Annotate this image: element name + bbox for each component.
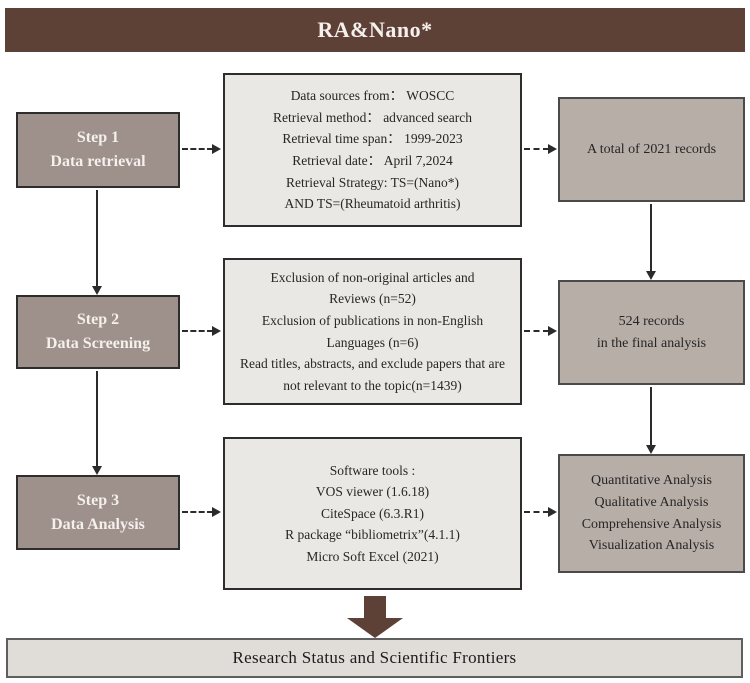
result-line: Visualization Analysis (588, 538, 715, 554)
footer-bar: Research Status and Scientific Frontiers (6, 638, 743, 678)
detail-line: VOS viewer (1.6.18) (315, 484, 430, 500)
step3-title: Step 3 (76, 491, 120, 509)
dashed-arrow-detail1-to-result (524, 148, 549, 150)
dashed-arrow-step1-to-detail (182, 148, 213, 150)
detail-line: Reviews (n=52) (329, 291, 416, 307)
dashed-arrow-step2-to-detail (182, 330, 213, 332)
step3-detail-box: Software tools : VOS viewer (1.6.18) Cit… (223, 437, 522, 590)
step1-title: Step 1 (76, 129, 120, 146)
detail-line: not relevant to the topic(n=1439) (283, 377, 462, 393)
detail-line: Exclusion of non-original articles and (270, 269, 475, 285)
arrow-result2-to-result3 (650, 387, 652, 446)
result-line: in the final analysis (596, 335, 707, 351)
detail-line: Exclusion of publications in non-English (261, 312, 484, 328)
result-line: 524 records (618, 313, 685, 329)
arrow-step2-to-step3 (96, 371, 98, 467)
arrowhead-right-icon (212, 144, 221, 154)
title-banner: RA&Nano* (5, 8, 745, 52)
arrowhead-down-icon (646, 445, 656, 454)
arrowhead-right-icon (212, 326, 221, 336)
step3-result-box: Quantitative Analysis Qualitative Analys… (558, 454, 745, 573)
diagram-title: RA&Nano* (317, 17, 433, 42)
step1-box: Step 1 Data retrieval (16, 112, 180, 188)
detail-line: Retrieval Strategy: TS=(Nano*) (285, 174, 460, 190)
big-down-arrow-icon (364, 596, 386, 619)
arrowhead-down-icon (92, 466, 102, 475)
arrowhead-right-icon (212, 507, 221, 517)
detail-line: Software tools : (329, 462, 416, 478)
arrow-result1-to-result2 (650, 204, 652, 272)
big-down-arrowhead-icon (347, 618, 403, 638)
detail-line: Read titles, abstracts, and exclude pape… (239, 356, 506, 372)
result-line: Quantitative Analysis (591, 473, 712, 489)
arrowhead-right-icon (548, 326, 557, 336)
step2-detail-box: Exclusion of non-original articles and R… (223, 258, 522, 405)
arrowhead-right-icon (548, 507, 557, 517)
arrowhead-right-icon (548, 144, 557, 154)
step2-result-box: 524 records in the final analysis (558, 280, 745, 385)
detail-line: Micro Soft Excel (2021) (306, 548, 439, 564)
detail-line: Retrieval method： advanced search (272, 109, 473, 125)
dashed-arrow-detail3-to-result (524, 511, 549, 513)
detail-line: R package “bibliometrix”(4.1.1) (285, 527, 460, 543)
step3-box: Step 3 Data Analysis (16, 475, 180, 550)
step2-subtitle: Data Screening (45, 335, 151, 352)
arrowhead-down-icon (646, 271, 656, 280)
step3-subtitle: Data Analysis (51, 515, 145, 533)
detail-line: Languages (n=6) (326, 334, 419, 350)
step1-result-box: A total of 2021 records (558, 97, 745, 202)
step2-title: Step 2 (76, 311, 120, 328)
dashed-arrow-detail2-to-result (524, 330, 549, 332)
arrowhead-down-icon (92, 286, 102, 295)
detail-line: AND TS=(Rheumatoid arthritis) (284, 196, 461, 212)
detail-line: Retrieval time span： 1999-2023 (282, 131, 463, 147)
step1-detail-box: Data sources from： WOSCC Retrieval metho… (223, 73, 522, 227)
detail-line: CiteSpace (6.3.R1) (320, 505, 425, 521)
footer-label: Research Status and Scientific Frontiers (232, 648, 517, 667)
detail-line: Retrieval date： April 7,2024 (292, 153, 453, 168)
dashed-arrow-step3-to-detail (182, 511, 213, 513)
step1-subtitle: Data retrieval (50, 153, 146, 170)
result-line: A total of 2021 records (586, 141, 717, 157)
arrow-step1-to-step2 (96, 190, 98, 287)
result-line: Comprehensive Analysis (581, 516, 722, 532)
detail-line: Data sources from： WOSCC (290, 88, 455, 104)
result-line: Qualitative Analysis (594, 494, 709, 510)
step2-box: Step 2 Data Screening (16, 295, 180, 369)
